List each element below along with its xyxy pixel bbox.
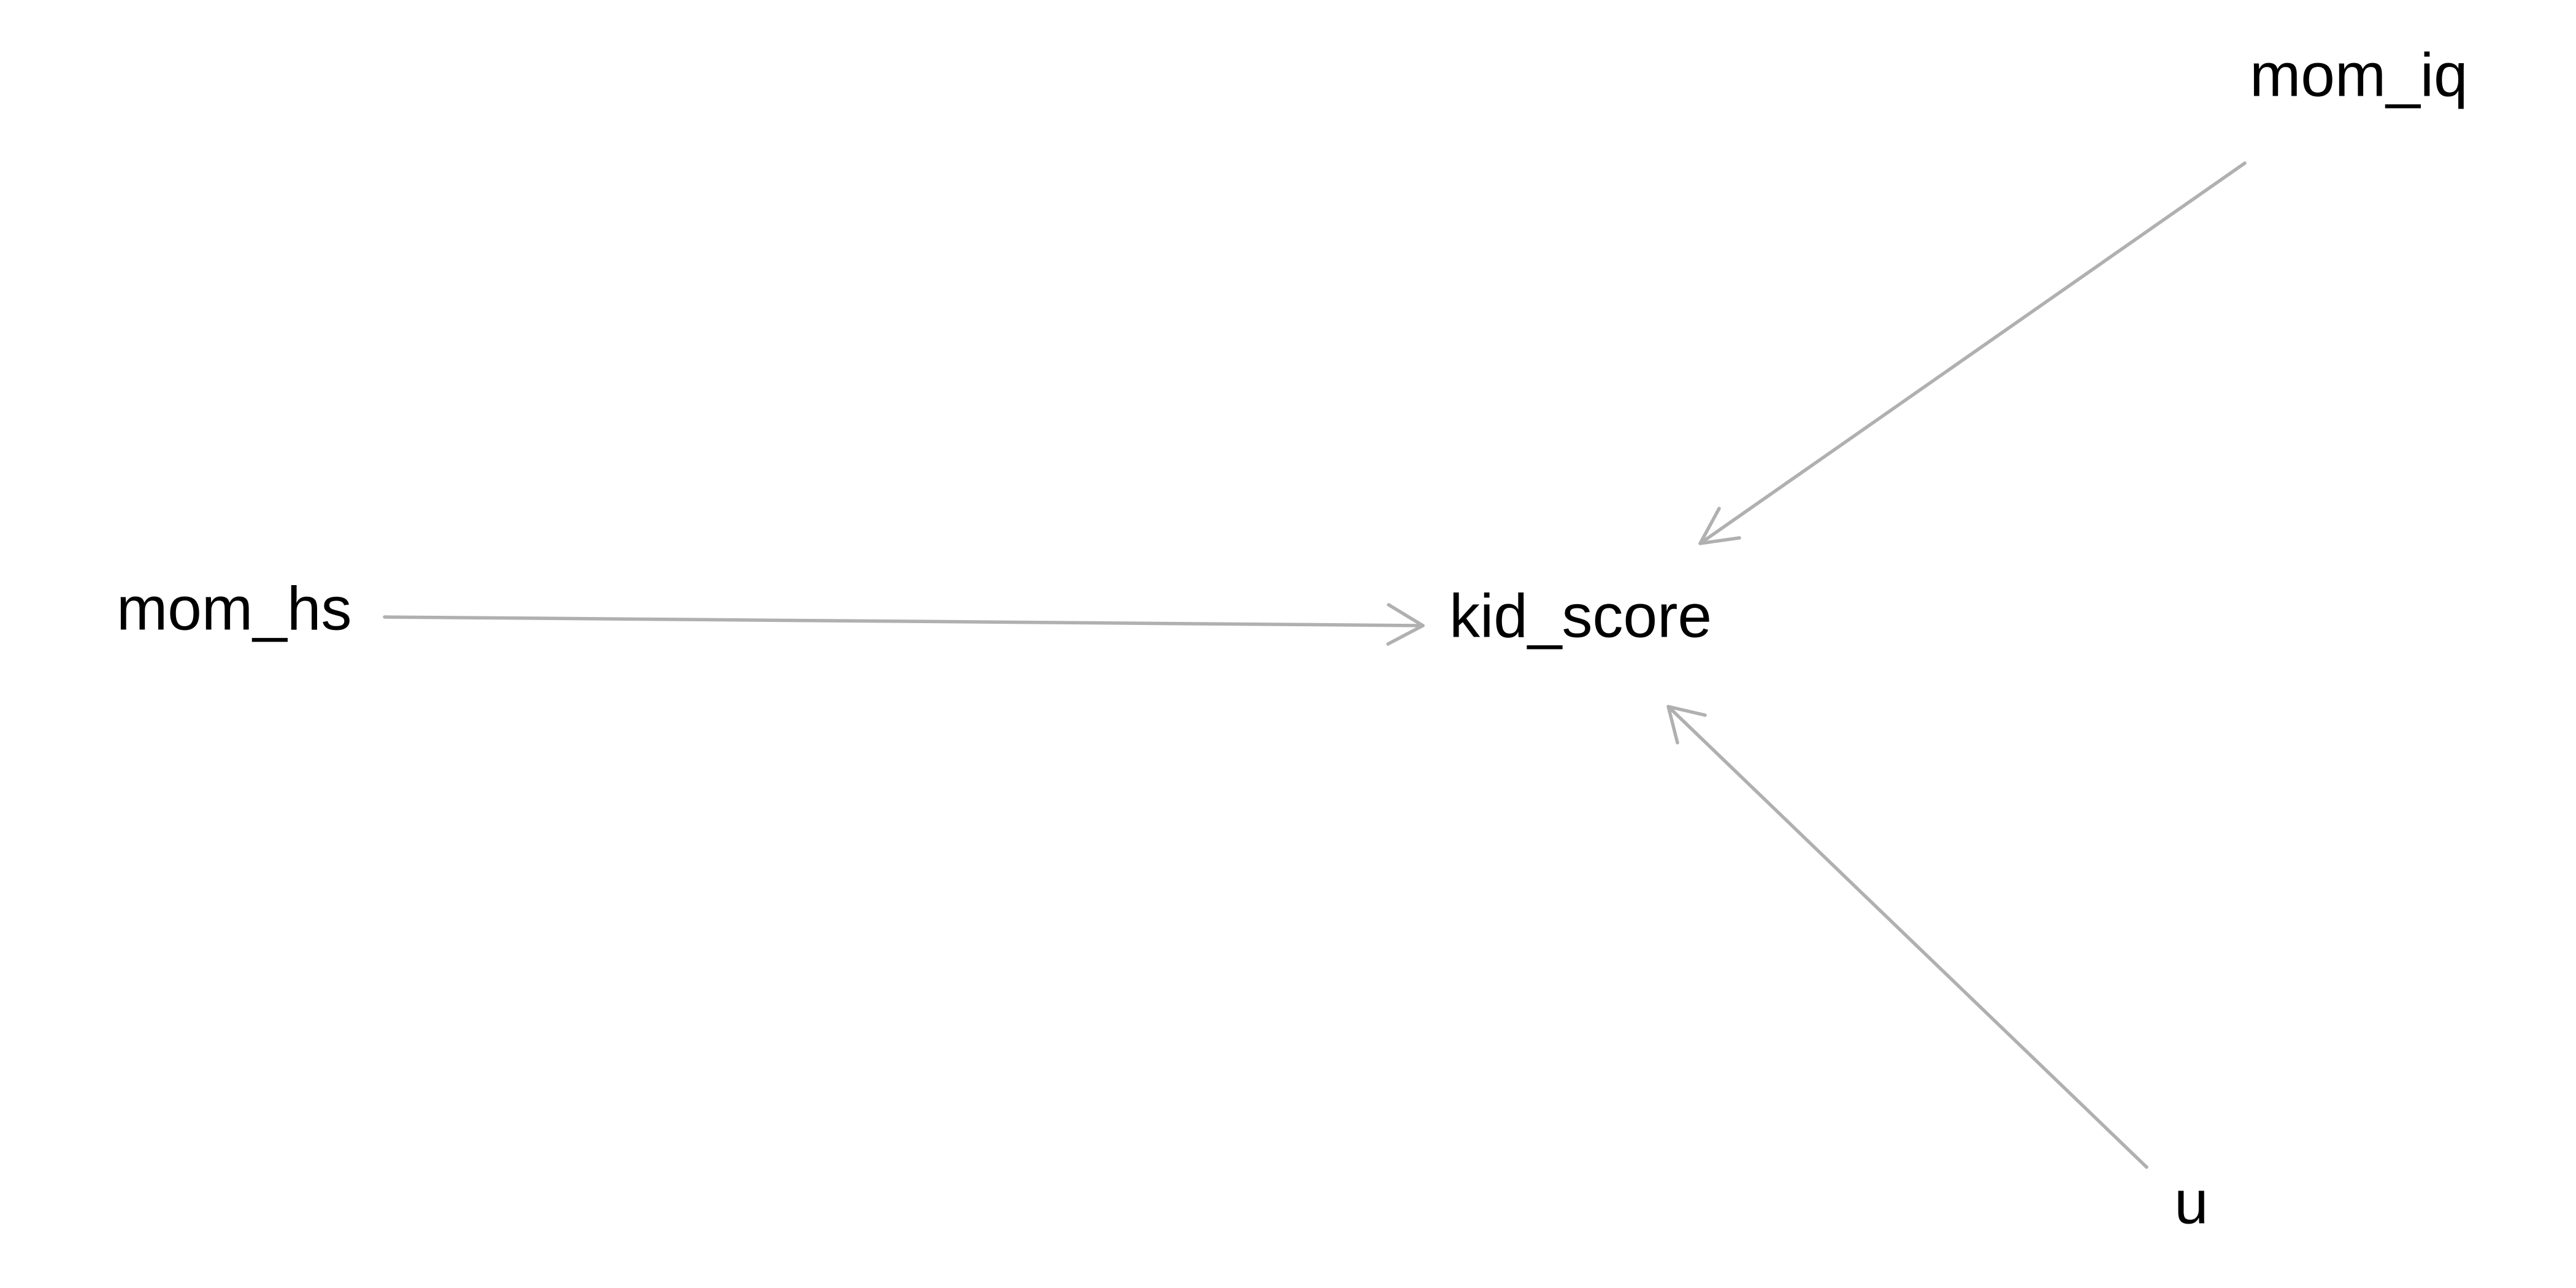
arrowhead (1698, 507, 1741, 545)
node-mom-hs: mom_hs (117, 574, 351, 643)
node-mom-iq: mom_iq (2250, 40, 2468, 109)
nodes: mom_iq mom_hs kid_score u (117, 40, 2468, 1236)
edge-line (1666, 705, 2149, 1169)
edges (383, 161, 2247, 1169)
node-kid-score: kid_score (1449, 581, 1712, 650)
edge-mom-hs-to-kid-score (383, 603, 1425, 646)
edge-line (1698, 161, 2247, 545)
arrowhead (1666, 705, 1707, 745)
edge-u-to-kid-score (1666, 705, 2149, 1169)
arrowhead (1386, 603, 1425, 646)
edge-mom-iq-to-kid-score (1698, 161, 2247, 545)
edge-line (383, 615, 1425, 627)
node-u: u (2174, 1168, 2209, 1236)
